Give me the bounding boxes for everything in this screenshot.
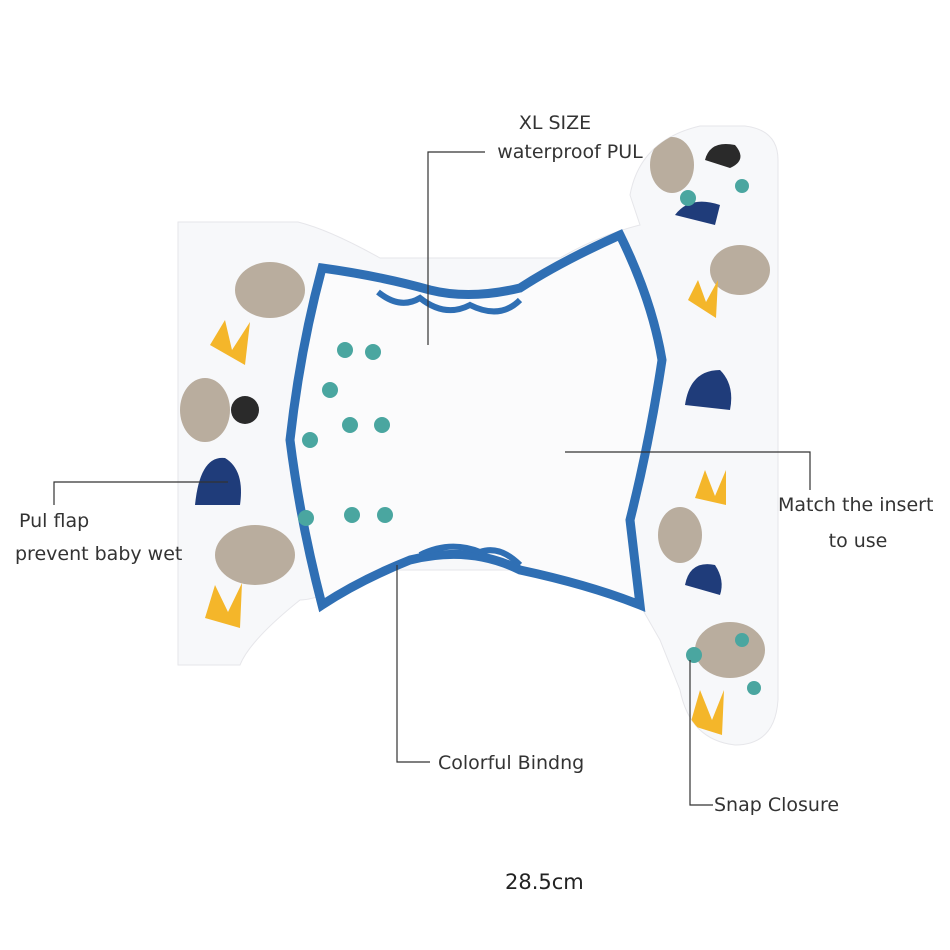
crown-print <box>690 690 724 735</box>
callout-lines <box>53 151 811 806</box>
pointer-binding <box>396 565 430 763</box>
label-pul-flap: Pul flap <box>19 510 90 532</box>
mountain-print <box>685 564 722 595</box>
snap <box>686 647 702 663</box>
dino-head-print <box>695 622 765 678</box>
pointer-flap <box>53 481 228 505</box>
diaper-shell <box>177 125 779 746</box>
snap <box>735 179 749 193</box>
label-width: 28.5cm <box>505 870 584 894</box>
snap <box>365 344 381 360</box>
snap <box>302 432 318 448</box>
label-xl-size: XL SIZE <box>518 112 592 134</box>
pointer-insert <box>565 451 811 490</box>
mountain-print <box>675 201 720 225</box>
label-snap: Snap Closure <box>714 794 840 816</box>
snap <box>344 507 360 523</box>
mountain-print <box>685 370 732 410</box>
snap <box>337 342 353 358</box>
crown-print <box>205 583 242 628</box>
pointer-snap <box>689 660 713 806</box>
label-to-use: to use <box>828 530 888 552</box>
snap <box>322 382 338 398</box>
snap <box>747 681 761 695</box>
label-binding: Colorful Bindng <box>438 752 585 774</box>
dino-head-print <box>180 378 230 442</box>
snap <box>735 633 749 647</box>
pointer-xl <box>427 151 485 345</box>
dino-head-print <box>215 525 295 585</box>
dino-print <box>180 137 770 735</box>
snap <box>374 417 390 433</box>
elastic-front <box>418 543 523 568</box>
dino-head-print <box>710 245 770 295</box>
label-prevent-wet: prevent baby wet <box>15 543 183 565</box>
label-waterproof: waterproof PUL <box>497 141 643 163</box>
crown-print <box>695 470 726 505</box>
dino-head-print <box>658 507 702 563</box>
snap <box>680 190 696 206</box>
label-match-insert: Match the insert <box>778 494 934 516</box>
snap-row <box>680 179 761 695</box>
elastic-back <box>376 289 523 315</box>
snap <box>298 510 314 526</box>
rock-print <box>705 144 741 168</box>
dino-head-print <box>235 262 305 318</box>
snap <box>342 417 358 433</box>
snap <box>377 507 393 523</box>
crown-print <box>688 280 718 318</box>
lining-snaps <box>298 342 393 526</box>
dino-head-print <box>650 137 694 193</box>
dot-print <box>231 396 259 424</box>
crown-print <box>210 320 250 365</box>
